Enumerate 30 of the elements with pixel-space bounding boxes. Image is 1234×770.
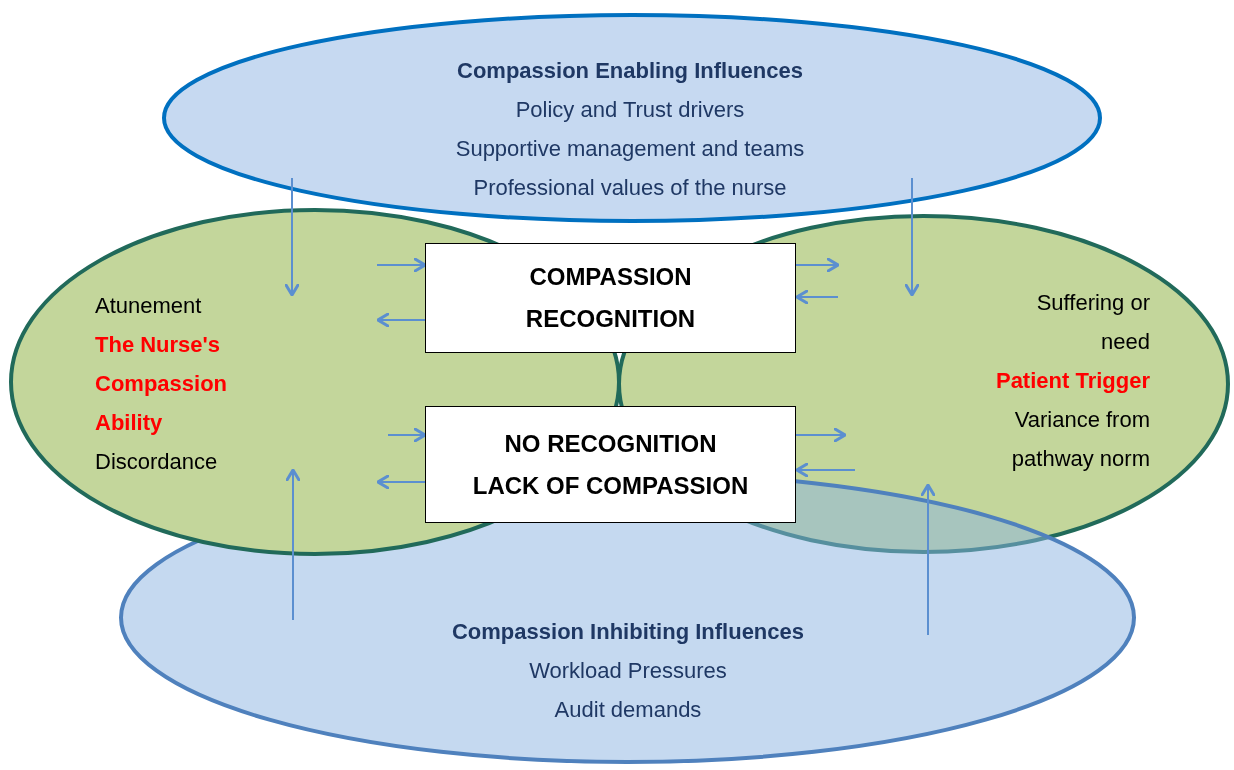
arrow bbox=[376, 312, 426, 328]
body-text: Suffering or need bbox=[1035, 289, 1150, 356]
outcome-text: LACK OF COMPASSION bbox=[472, 470, 749, 501]
heading-text: Compassion Inhibiting Influences bbox=[451, 618, 805, 646]
arrow bbox=[795, 289, 839, 305]
highlight-text: Patient Trigger bbox=[994, 367, 1150, 395]
body-text: Policy and Trust drivers bbox=[514, 96, 746, 124]
arrow bbox=[387, 427, 427, 443]
arrow bbox=[376, 257, 427, 273]
body-text: Atunement bbox=[95, 292, 203, 320]
body-text: Audit demands bbox=[553, 696, 703, 724]
outcome-box bbox=[425, 243, 796, 353]
heading-text: Compassion Enabling Influences bbox=[456, 57, 804, 85]
body-text: Variance from pathway norm bbox=[1010, 406, 1150, 473]
body-text: Workload Pressures bbox=[528, 657, 728, 685]
outcome-text: COMPASSION RECOGNITION bbox=[524, 262, 697, 334]
outcome-box bbox=[425, 406, 796, 523]
arrow bbox=[920, 483, 936, 636]
arrow bbox=[284, 177, 300, 297]
arrow bbox=[904, 177, 920, 297]
highlight-text: The Nurse's Compassion Ability bbox=[95, 331, 229, 437]
arrow bbox=[376, 474, 426, 490]
body-text: Discordance bbox=[95, 448, 219, 476]
outcome-text: NO RECOGNITION bbox=[504, 428, 717, 459]
arrow bbox=[285, 468, 301, 621]
arrow bbox=[795, 427, 847, 443]
arrow bbox=[795, 462, 856, 478]
body-text: Professional values of the nurse bbox=[472, 174, 788, 202]
arrow bbox=[795, 257, 840, 273]
body-text: Supportive management and teams bbox=[454, 135, 806, 163]
